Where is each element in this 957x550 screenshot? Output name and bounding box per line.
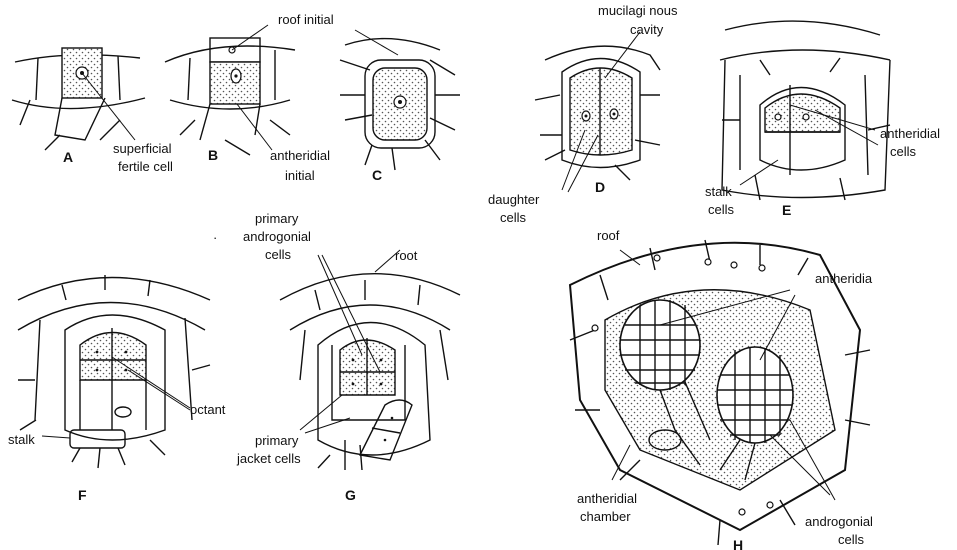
panel-a: A superficial fertile cell xyxy=(12,48,173,174)
stray-dot: · xyxy=(213,230,217,245)
label-roof: roof xyxy=(597,228,620,243)
panel-label-h: H xyxy=(733,537,743,550)
label-daughter: daughter xyxy=(488,192,540,207)
panel-label-d: D xyxy=(595,179,605,195)
label-daughter-cells: cells xyxy=(500,210,527,225)
daughter-cells xyxy=(570,68,632,155)
panel-g: G primary androgonial cells root primary… xyxy=(236,211,460,503)
panel-d: D mucilagi nous cavity daughter cells xyxy=(488,3,678,225)
label-chamber: chamber xyxy=(580,509,631,524)
panel-label-g: G xyxy=(345,487,356,503)
panel-e: E antheridial cells stalk cells xyxy=(705,21,940,218)
label-antheridial: antheridial xyxy=(270,148,330,163)
panel-c: C xyxy=(340,30,460,183)
panel-f: F octant stalk xyxy=(8,275,226,503)
label-jacket-cells: jacket cells xyxy=(236,451,301,466)
label-roof-initial: roof initial xyxy=(278,12,334,27)
label-stalk: stalk xyxy=(705,184,732,199)
label-antheridia: antheridia xyxy=(815,271,873,286)
panel-label-f: F xyxy=(78,487,87,503)
label-octant: octant xyxy=(190,402,226,417)
label-antheridial-cells-2: cells xyxy=(890,144,917,159)
label-androgonial: androgonial xyxy=(243,229,311,244)
antheridial-cells xyxy=(765,94,840,132)
panel-b: B roof initial antheridial initial xyxy=(165,12,334,183)
label-initial: initial xyxy=(285,168,315,183)
label-superficial: superficial xyxy=(113,141,172,156)
panel-h: H roof antheridia antheridial chamber an… xyxy=(570,228,873,550)
panel-label-a: A xyxy=(63,149,73,165)
label-fertile-cell: fertile cell xyxy=(118,159,173,174)
label-primary-jacket: primary xyxy=(255,433,299,448)
label-primary: primary xyxy=(255,211,299,226)
label-antheridial-cells: antheridial xyxy=(880,126,940,141)
label-root: root xyxy=(395,248,418,263)
label-stalk-cells: cells xyxy=(708,202,735,217)
panel-label-b: B xyxy=(208,147,218,163)
panel-label-e: E xyxy=(782,202,791,218)
panel-label-c: C xyxy=(372,167,382,183)
label-androgonial-h: androgonial xyxy=(805,514,873,529)
label-androgonial-cells-h: cells xyxy=(838,532,865,547)
label-cavity: cavity xyxy=(630,22,664,37)
label-androgonial-cells: cells xyxy=(265,247,292,262)
label-stalk-f: stalk xyxy=(8,432,35,447)
label-mucilaginous: mucilagi nous xyxy=(598,3,678,18)
label-antheridial-chamber: antheridial xyxy=(577,491,637,506)
